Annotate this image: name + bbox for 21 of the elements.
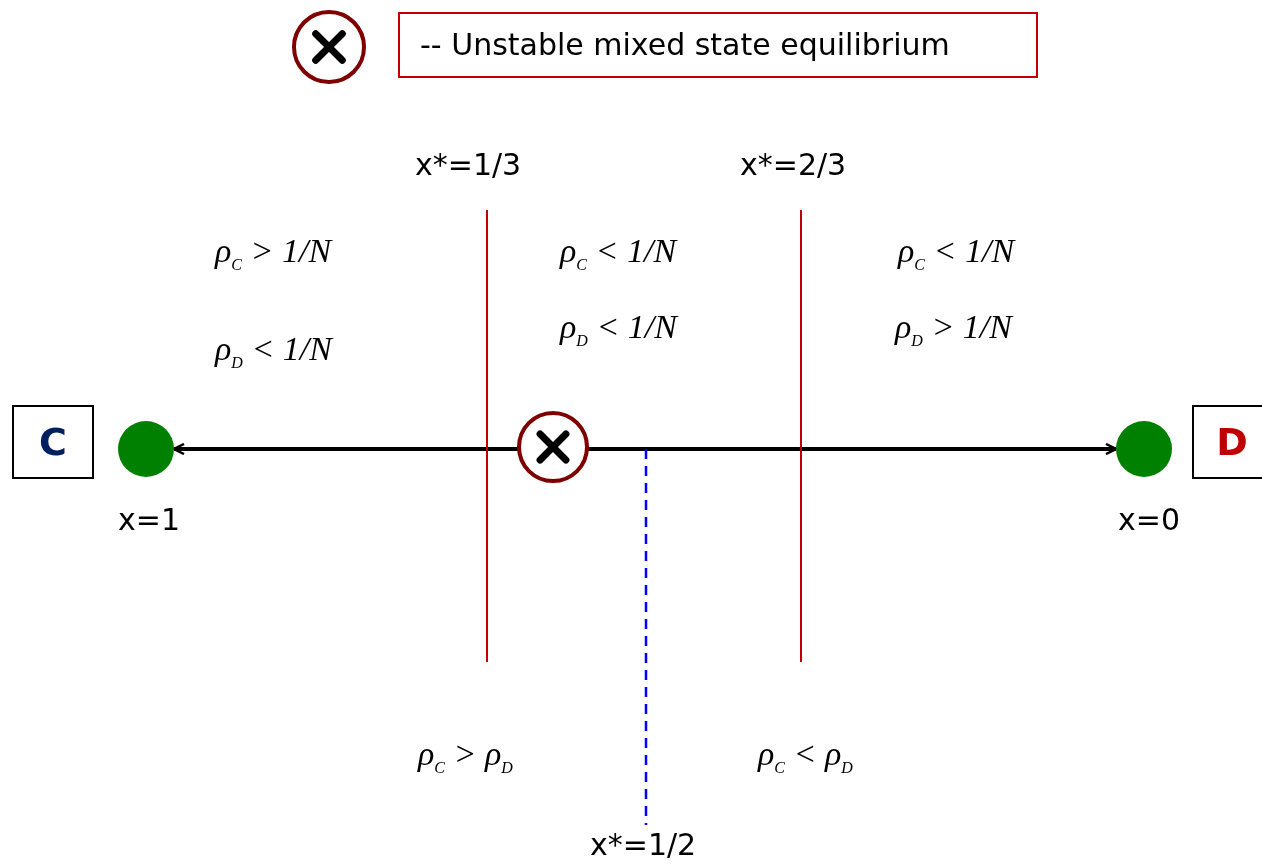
position-label: x=0 [1118, 503, 1180, 536]
math-formula: ρ$_{C}$ < 1/N [898, 232, 1015, 274]
legend-text: -- Unstable mixed state equilibrium [398, 12, 1038, 78]
math-formula: ρ$_{C}$ < ρ$_{D}$ [758, 735, 853, 777]
math-formula: ρ$_{D}$ < 1/N [560, 308, 677, 350]
math-formula: ρ$_{D}$ > 1/N [895, 308, 1012, 350]
stable-point-dot [118, 421, 174, 477]
arrow [172, 442, 519, 456]
arrow [587, 442, 1118, 456]
math-formula: ρ$_{C}$ > ρ$_{D}$ [418, 735, 513, 777]
threshold-label: x*=2/3 [740, 148, 847, 181]
equilibrium-marker [517, 411, 589, 483]
stable-point-dot [1116, 421, 1172, 477]
threshold-label: x*=1/3 [415, 148, 522, 181]
label-box: D [1192, 405, 1262, 479]
math-formula: ρ$_{D}$ < 1/N [215, 330, 332, 372]
position-label: x=1 [118, 503, 180, 536]
math-formula: ρ$_{C}$ < 1/N [560, 232, 677, 274]
math-formula: ρ$_{C}$ > 1/N [215, 232, 332, 274]
threshold-label: x*=1/2 [590, 828, 697, 861]
label-box: C [12, 405, 94, 479]
